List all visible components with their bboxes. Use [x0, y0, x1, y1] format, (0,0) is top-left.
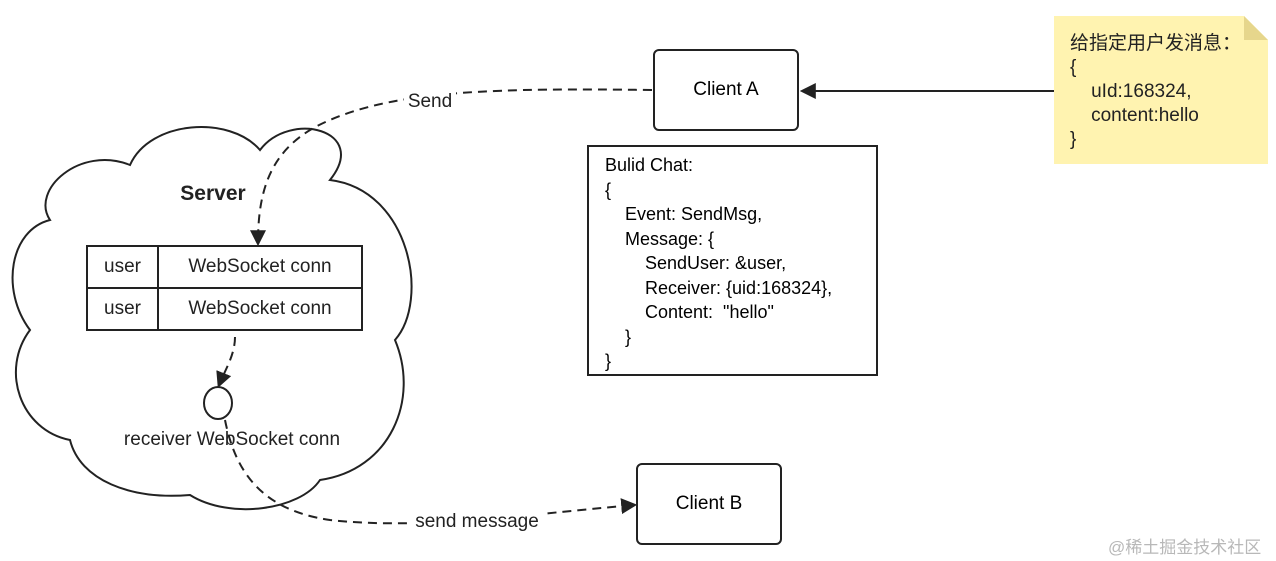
chat-line: }	[605, 351, 612, 371]
note-line: }	[1070, 129, 1077, 150]
chat-line: Event: SendMsg,	[605, 204, 763, 224]
send-edge	[250, 88, 653, 247]
chat-line: {	[605, 179, 612, 200]
note-shape	[1054, 16, 1268, 164]
websocket-conn-cell: WebSocket conn	[156, 245, 363, 289]
client-b-node: Client B	[636, 463, 782, 545]
chat-line: Receiver: {uid:168324},	[605, 277, 833, 298]
user-cell: user	[86, 245, 159, 289]
note-line: {	[1070, 57, 1077, 78]
table-to-receiver-edge	[216, 336, 236, 388]
receiver-connection-node	[203, 386, 233, 420]
table-row: user WebSocket conn	[86, 245, 363, 289]
receiver-label: receiver WebSocket conn	[124, 429, 340, 450]
websocket-conn-cell: WebSocket conn	[156, 287, 363, 331]
build-chat-box: Bulid Chat: { Event: SendMsg, Message: {…	[587, 145, 878, 376]
note-fold	[1244, 16, 1268, 40]
client-a-label: Client A	[693, 79, 759, 100]
user-cell: user	[86, 287, 159, 331]
table-row: user WebSocket conn	[86, 287, 363, 331]
watermark: @稀土掘金技术社区	[1108, 538, 1262, 557]
send-label: Send	[408, 91, 452, 112]
send-message-label: send message	[415, 511, 539, 532]
note-line: 给指定用户发消息：	[1070, 33, 1242, 54]
chat-line: Message: {	[605, 228, 715, 249]
chat-line: Bulid Chat:	[605, 155, 694, 175]
chat-line: Content: "hello"	[605, 302, 774, 322]
chat-line: }	[605, 326, 632, 347]
client-b-label: Client B	[675, 493, 743, 514]
chat-line: SendUser: &user,	[605, 253, 787, 273]
sticky-note-text: 给指定用户发消息： { uId:168324, content:hello }	[1070, 32, 1241, 152]
note-line: uId:168324,	[1070, 81, 1192, 102]
note-line: content:hello	[1070, 105, 1199, 126]
client-a-node: Client A	[653, 49, 799, 131]
server-connection-table: user WebSocket conn user WebSocket conn	[86, 245, 363, 331]
server-title: Server	[180, 182, 245, 205]
